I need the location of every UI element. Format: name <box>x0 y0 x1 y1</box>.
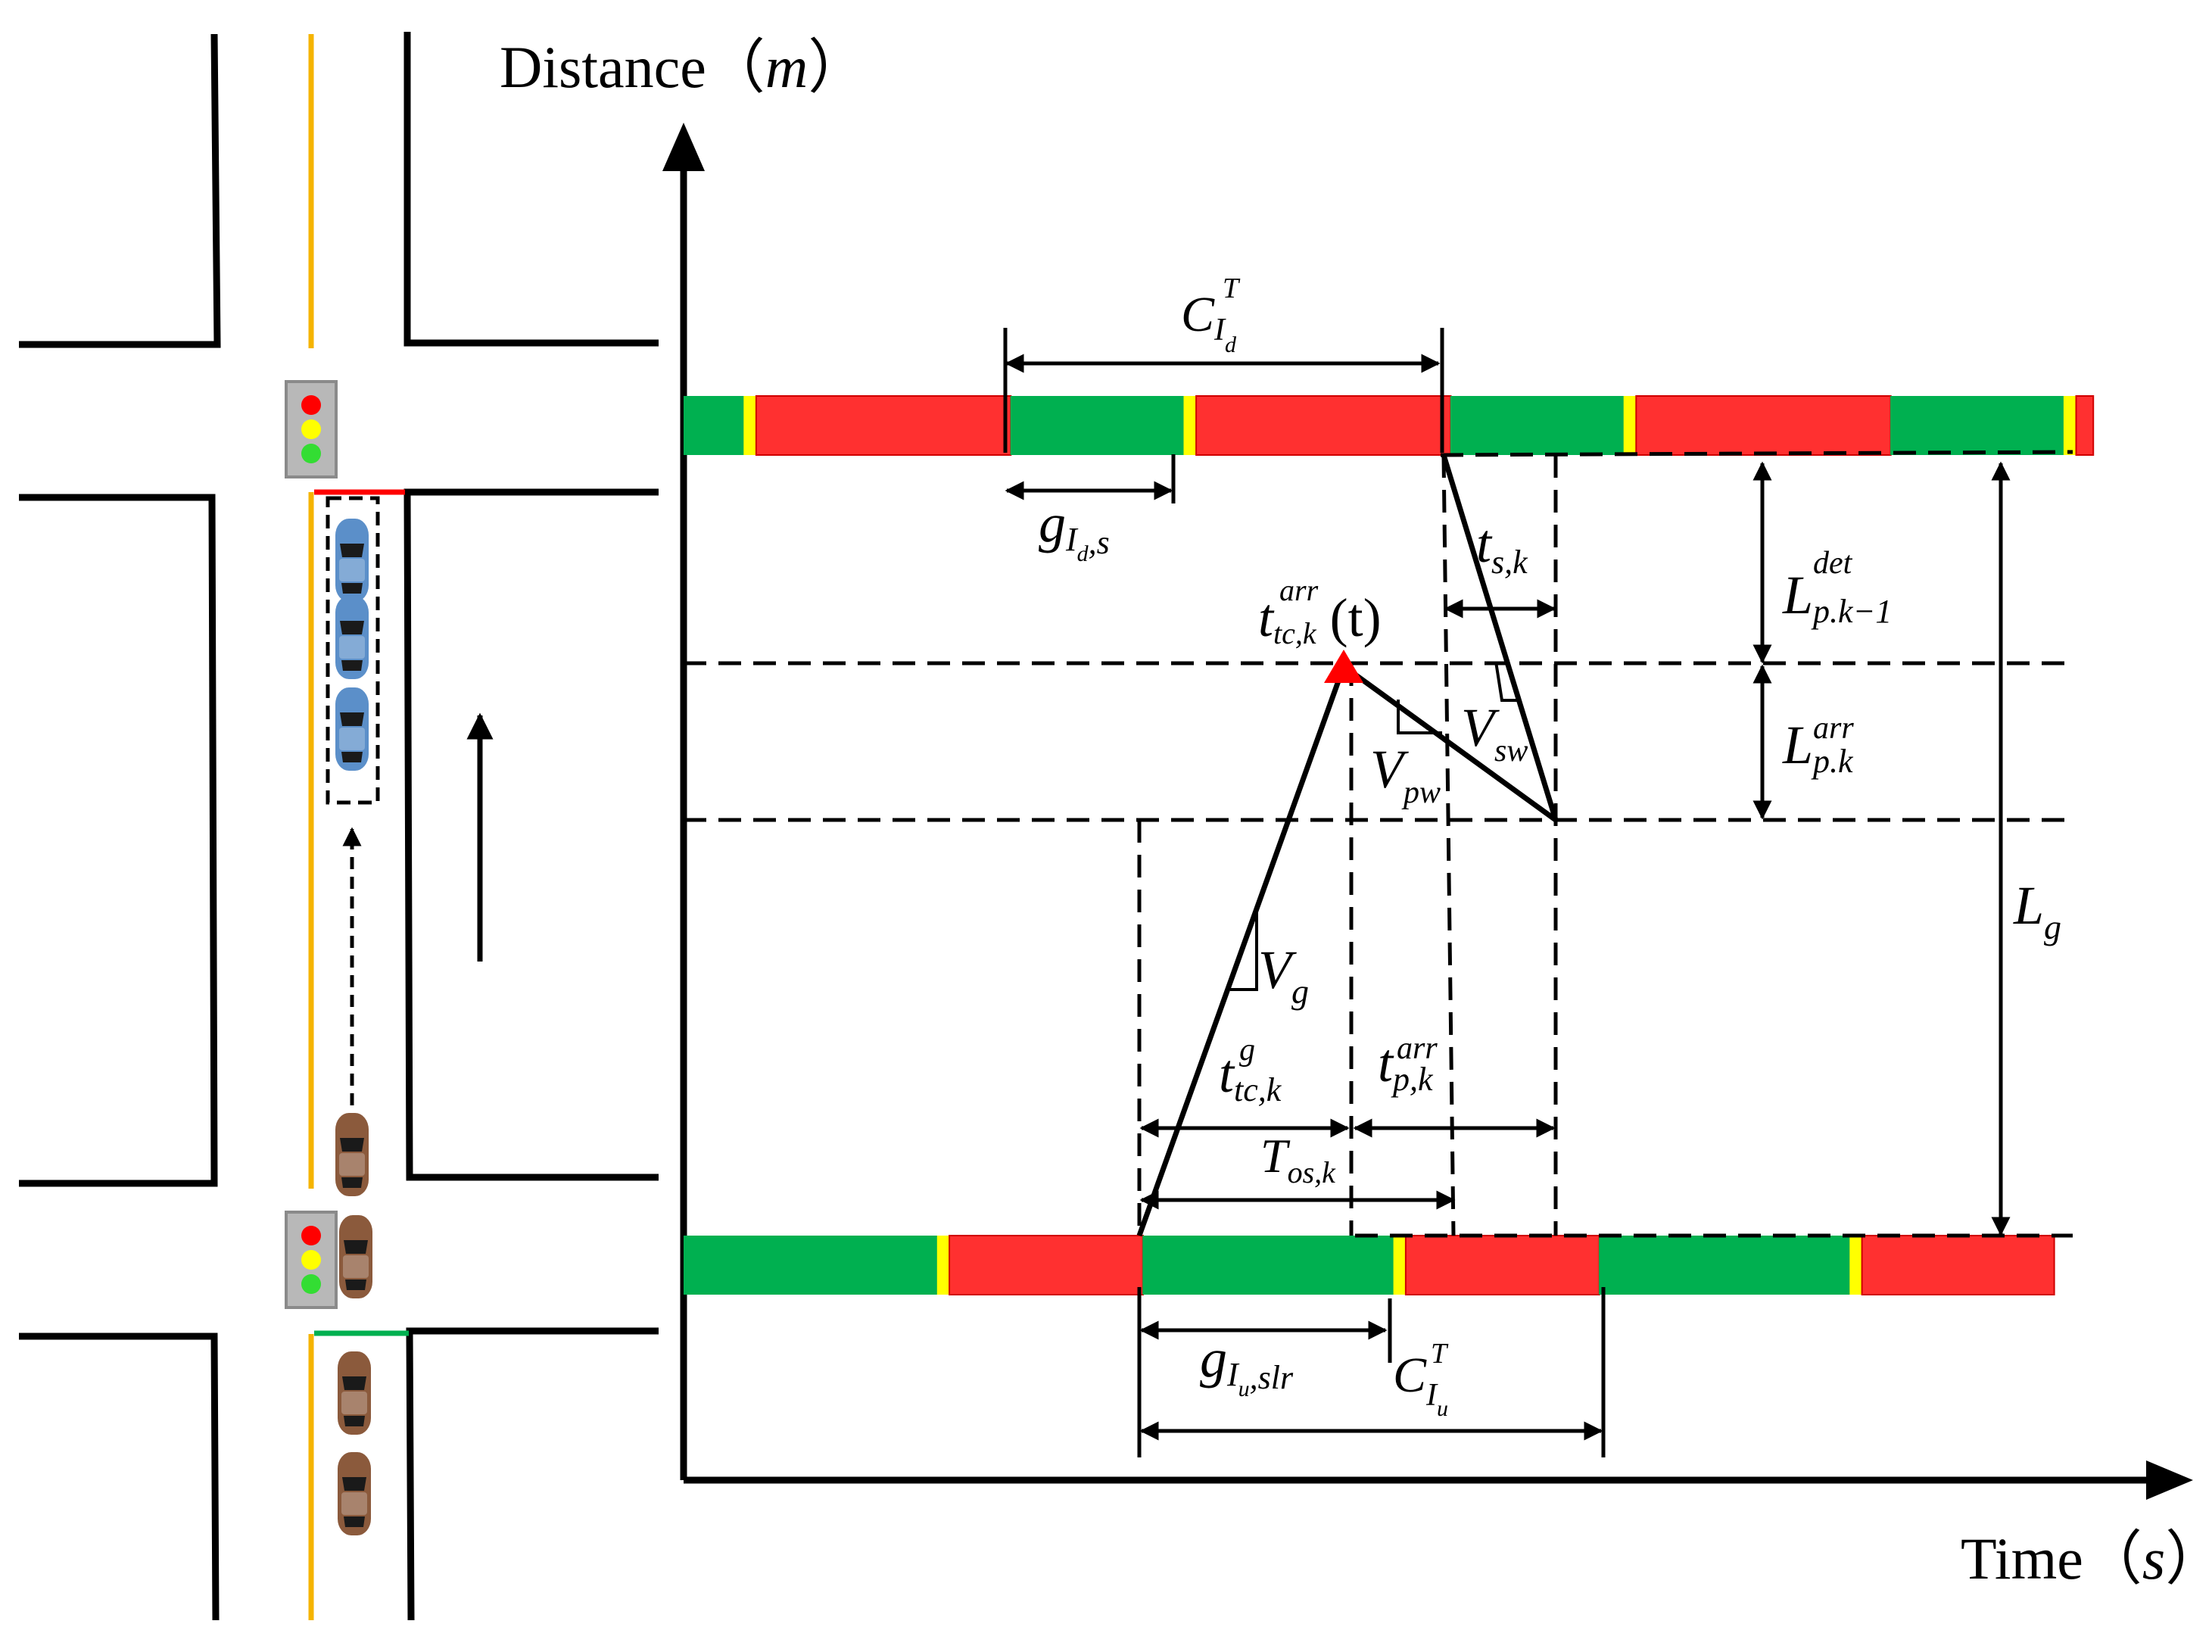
downstream-signal-timeline <box>684 395 2095 456</box>
axes: Distance（m） Time（s） <box>500 34 2212 1591</box>
dimension-arrows <box>1003 328 2011 1457</box>
traffic-light-icon <box>285 380 338 478</box>
down-bar-bottom-dash <box>1440 450 2073 457</box>
label-green-down: gId,s <box>1039 493 1110 566</box>
label-ts: ts,k <box>1476 513 1528 581</box>
signal-phase-green <box>1450 396 1625 455</box>
label-l-det: Lp.k−1 <box>1782 565 1892 630</box>
label-cycle-down: CId <box>1181 287 1237 357</box>
signal-phase-green <box>1599 1236 1850 1295</box>
signal-phase-red <box>2075 395 2095 456</box>
signal-phase-yellow <box>743 396 757 455</box>
car-icon <box>339 1215 372 1298</box>
signal-phase-red <box>755 395 1012 456</box>
label-l-g: Lg <box>2013 875 2061 946</box>
signal-phase-yellow <box>1183 396 1197 455</box>
vehicle-trajectory-vg <box>1136 665 1347 1237</box>
curb-line <box>19 1333 220 1621</box>
queued-car-icon <box>335 687 369 771</box>
car-icon <box>338 1452 371 1535</box>
label-tarr-p-sup: arr <box>1397 1031 1438 1066</box>
curb-line <box>406 1327 659 1621</box>
label-green-up: gIu,slr <box>1200 1328 1294 1401</box>
signal-phase-green <box>684 396 744 455</box>
y-axis-label: Distance（m） <box>500 34 867 100</box>
x-axis-arrowhead <box>2146 1460 2193 1500</box>
car-icon <box>338 1351 371 1435</box>
y-axis-arrowhead <box>662 123 705 171</box>
signal-phase-green <box>1890 396 2064 455</box>
approaching-car-icon <box>335 1113 369 1196</box>
label-cycle-down-sup: T <box>1223 273 1241 304</box>
queued-car-icon <box>335 519 369 602</box>
signal-phase-yellow <box>1849 1236 1863 1295</box>
signal-phase-red <box>1195 395 1452 456</box>
label-v-g: Vg <box>1258 940 1309 1011</box>
label-tarr-p: tp,k <box>1378 1033 1434 1098</box>
curb-line <box>403 488 659 1181</box>
curb-line <box>19 33 221 348</box>
signal-phase-yellow <box>2063 396 2077 455</box>
signal-phase-red <box>1861 1235 2055 1295</box>
signal-phase-red <box>1404 1235 1600 1295</box>
signal-phase-red <box>1635 395 1892 456</box>
label-tarr-tc-sup: arr <box>1279 573 1319 607</box>
math-labels: CId T gId,s ts,k ttc,k(t) arr Lp.k−1 det… <box>1039 273 2061 1421</box>
signal-phase-yellow <box>936 1236 950 1295</box>
trajectories <box>1136 454 1559 1237</box>
queued-car-icon <box>335 596 369 679</box>
arrival-marker <box>1324 650 1363 683</box>
slope-marker-vsw <box>1494 661 1518 702</box>
reference-lines <box>684 450 2073 1238</box>
label-cycle-up-sup: T <box>1431 1338 1449 1370</box>
curb-line <box>19 494 218 1187</box>
label-tg-tc: ttc,k <box>1219 1043 1282 1108</box>
signal-phase-green <box>684 1236 938 1295</box>
label-t-os: Tos,k <box>1260 1129 1336 1189</box>
label-v-pw: Vpw <box>1370 739 1441 810</box>
label-tarr-tc: ttc,k(t) <box>1258 588 1382 650</box>
signal-phase-green <box>1142 1236 1394 1295</box>
curb-line <box>403 32 659 347</box>
stop-wave-vsw <box>1441 454 1559 821</box>
upstream-signal-timeline <box>684 1235 2055 1295</box>
label-l-arr: Lp.k <box>1782 715 1854 780</box>
label-cycle-up: CIu <box>1393 1348 1448 1421</box>
signal-phase-yellow <box>1623 396 1637 455</box>
slope-marker-vpw <box>1397 700 1442 734</box>
label-v-sw: Vsw <box>1461 697 1528 768</box>
queue-box <box>326 496 380 805</box>
vline-red-start <box>1441 454 1456 1236</box>
signal-phase-yellow <box>1393 1236 1407 1295</box>
slope-markers <box>1230 661 1518 991</box>
pass-wave-vpw <box>1341 664 1558 822</box>
road-schematic <box>19 32 659 1621</box>
label-l-det-sup: det <box>1813 546 1853 581</box>
slope-marker-vg <box>1230 909 1258 991</box>
traffic-light-icon <box>285 1211 338 1309</box>
signal-phase-green <box>1010 396 1185 455</box>
label-l-arr-sup: arr <box>1813 711 1854 746</box>
x-axis-label: Time（s） <box>1961 1526 2212 1591</box>
label-tg-tc-sup: g <box>1239 1033 1255 1068</box>
signal-phase-red <box>949 1235 1144 1295</box>
